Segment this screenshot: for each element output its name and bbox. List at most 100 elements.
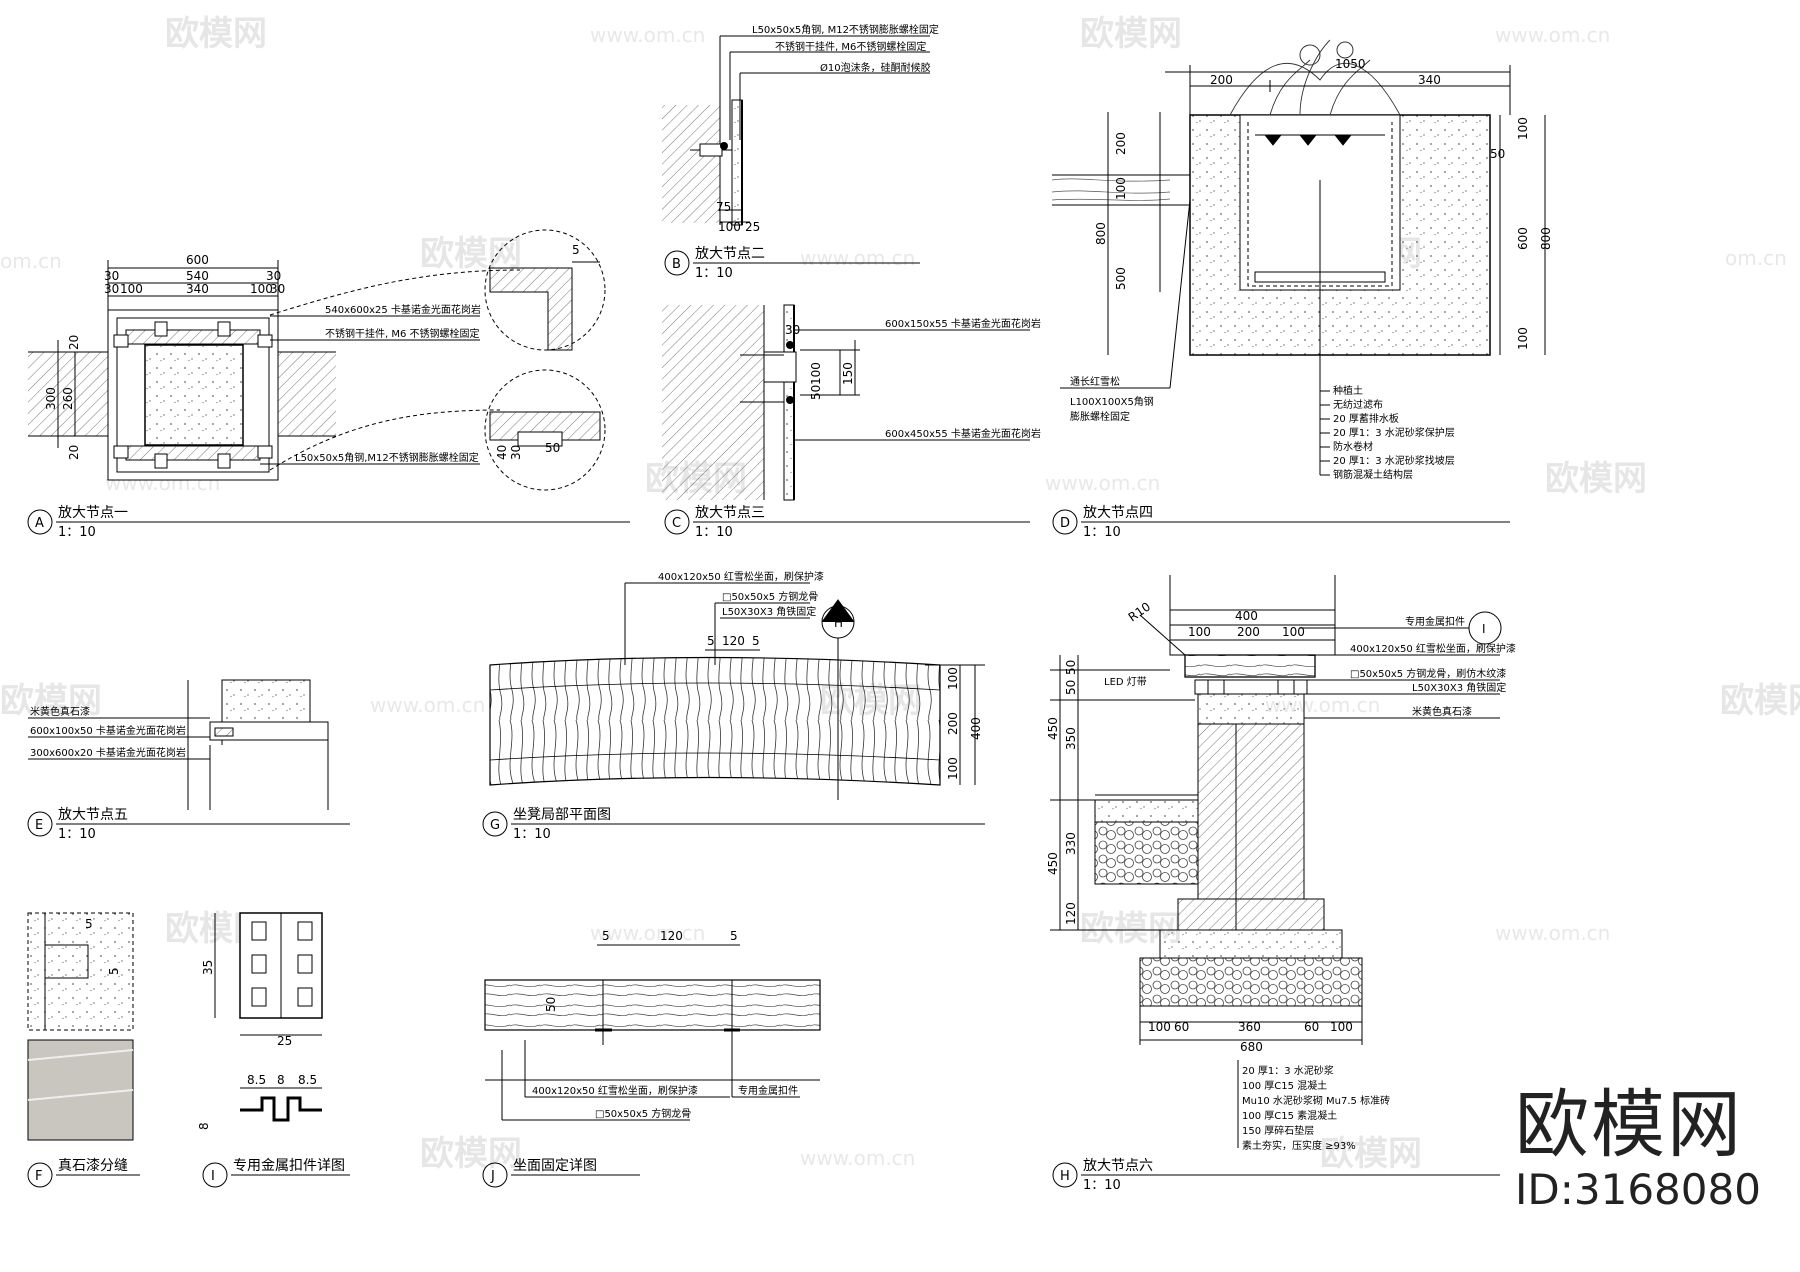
watermark-text: 欧模网 [1720,681,1800,721]
note-text: Ø10泡沫条，硅酮耐候胶 [820,61,931,74]
detail-c: 30 100 150 50 600x150x55 卡基诺金光面花岗岩 600x4… [662,304,1041,540]
dim-label: 5 [707,634,715,648]
note-text: L50X30X3 角铁固定 [722,605,816,618]
watermark-url: www.om.cn [1495,23,1610,47]
dim-label: R10 [1126,599,1153,624]
dim-label: 100 [1188,625,1211,639]
dim-label: 8 [197,1122,211,1130]
dim-label: 30 [104,282,119,296]
watermark-url: www.om.cn [800,1146,915,1170]
section-marker-letter: H [834,616,843,630]
detail-h: 400 100 200 100 R10 50 50 350 450 330 45… [1046,575,1516,1193]
dim-label: 340 [1418,73,1441,87]
note-text: 400x120x50 红雪松坐面，刷保护漆 [1350,642,1516,655]
dim-label: 40 [495,445,509,460]
brand-name: 欧模网 [1515,1082,1743,1168]
note-text: □50x50x5 方钢龙骨 [722,590,818,603]
dim-label: 100 [1148,1020,1171,1034]
note-text: 不锈钢干挂件, M6 不锈钢螺栓固定 [325,327,480,340]
detail-e: 米黄色真石漆 600x100x50 卡基诺金光面花岗岩 300x600x20 卡… [27,679,350,842]
dim-label: 300 [44,387,58,410]
watermark-text: 欧模网 [1080,14,1182,54]
note-text: 540x600x25 卡基诺金光面花岗岩 [325,303,481,316]
watermark-url: www.om.cn [590,921,705,945]
detail-title: 放大节点六 [1083,1158,1153,1174]
dim-label: 8.5 [298,1073,317,1087]
detail-scale: 1：10 [1083,1178,1121,1193]
note-text: 膨胀螺栓固定 [1070,410,1130,423]
dim-label: 30 [509,445,523,460]
dim-label: 100 [1330,1020,1353,1034]
dim-label: 100 [809,362,823,385]
watermark-text: 欧模网 [1320,1134,1422,1174]
detail-i: 35 25 8.5 8 8.5 8 I 专用金属扣件详图 [197,912,350,1188]
detail-letter: F [35,1169,42,1184]
dim-label: 120 [1064,902,1078,925]
dim-label: 50 [1064,660,1078,675]
dim-label: 680 [1240,1040,1263,1054]
watermark-url: www.om.cn [1495,921,1610,945]
dim-label: 60 [1304,1020,1319,1034]
dim-label: 25 [745,220,760,234]
note-text: 100 厚C15 素混凝土 [1242,1109,1337,1122]
watermark-text: 欧模网 [420,234,522,274]
note-text: 100 厚C15 混凝土 [1242,1079,1327,1092]
detail-scale: 1：10 [513,827,551,842]
dim-label: 260 [61,387,75,410]
detail-marker [202,1162,228,1188]
note-text: 专用金属扣件 [738,1084,798,1097]
note-text: L50X30X3 角铁固定 [1412,681,1506,694]
dim-label: 100 [946,667,960,690]
dim-label: 20 [67,335,81,350]
note-text: 150 厚碎石垫层 [1242,1124,1314,1137]
dim-label: 50 [545,441,560,455]
dim-label: 800 [1094,222,1108,245]
detail-marker [27,1162,53,1188]
note-text: 专用金属扣件 [1405,615,1465,628]
dim-label: 360 [1238,1020,1261,1034]
dim-label: 100 [718,220,741,234]
dim-label: 400 [1235,609,1258,623]
dim-label: 60 [1174,1020,1189,1034]
dim-label: 600 [186,253,209,267]
watermark-url: www.om.cn [370,693,485,717]
detail-title: 放大节点五 [58,807,128,823]
detail-j: 5 120 5 50 400x120x50 红雪松坐面，刷保护漆 □50x50x… [482,929,821,1188]
dim-label: 5 [752,634,760,648]
detail-title: 坐面固定详图 [513,1158,597,1174]
detail-title: 放大节点四 [1083,505,1153,521]
note-text: L50x50x5角钢, M12不锈钢膨胀螺栓固定 [752,23,939,36]
dim-label: 500 [1114,267,1128,290]
brand-logo: 欧模网 ID:3168080 [1515,1085,1795,1225]
watermark-text: 欧模网 [420,1134,522,1174]
dim-label: 340 [186,282,209,296]
note-text: 种植土 [1333,384,1363,397]
detail-title: 放大节点三 [695,505,765,521]
detail-letter: A [35,516,44,531]
note-text: 通长红雪松 [1070,375,1120,388]
note-text: 300x600x20 卡基诺金光面花岗岩 [30,746,186,759]
note-text: □50x50x5 方钢龙骨，刷仿木纹漆 [1350,667,1506,680]
detail-scale: 1：10 [695,525,733,540]
watermark-url: om.cn [1725,246,1787,270]
note-text: 钢筋混凝土结构层 [1333,468,1413,481]
dim-label: 200 [946,712,960,735]
dim-label: 20 [67,445,81,460]
detail-title: 坐凳局部平面图 [513,807,611,823]
dim-label: 5 [85,917,93,931]
detail-marker [664,250,690,276]
dim-label: 450 [1046,852,1060,875]
dim-label: 30 [104,269,119,283]
dim-label: 30 [785,323,800,337]
dim-label: 800 [1539,227,1553,250]
note-text: 米黄色真石漆 [1412,705,1472,718]
detail-scale: 1：10 [695,266,733,281]
detail-letter: E [35,818,43,833]
dim-label: 100 [946,757,960,780]
dim-label: 200 [1114,132,1128,155]
note-text: 不锈钢干挂件, M6不锈钢螺栓固定 [775,40,926,53]
note-text: Mu10 水泥砂浆砌 Mu7.5 标准砖 [1242,1094,1390,1107]
note-text: 素土夯实，压实度 ≥93% [1242,1139,1356,1152]
detail-g: 100 200 100 400 5 120 5 400x120x50 红雪松坐面… [482,570,985,842]
